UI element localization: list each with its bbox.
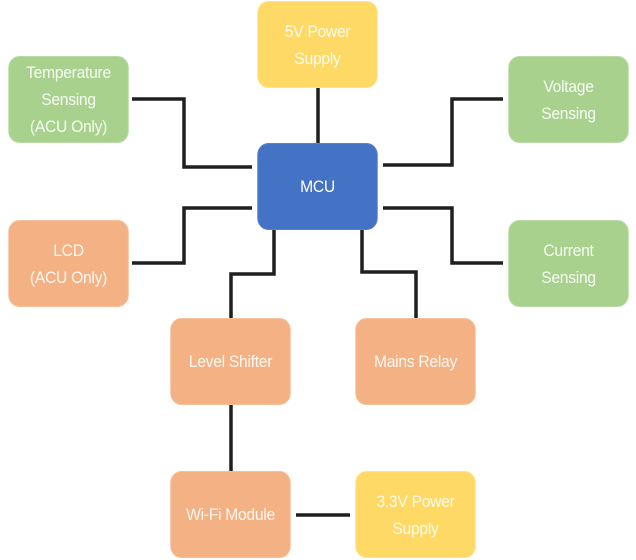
node-mains-relay: Mains Relay: [355, 318, 476, 405]
node-label: Voltage Sensing: [541, 76, 596, 123]
node-wifi-module: Wi-Fi Module: [170, 471, 291, 558]
wire-levelshifter-mcu: [229, 230, 276, 318]
node-current-sensing: Current Sensing: [508, 220, 629, 307]
node-label: Level Shifter: [188, 352, 273, 371]
node-label: MCU: [300, 177, 335, 196]
node-level-shifter: Level Shifter: [170, 318, 291, 405]
node-mcu: MCU: [257, 143, 378, 230]
node-5v-power-supply: 5V Power Supply: [257, 1, 378, 88]
node-lcd: LCD (ACU Only): [8, 220, 129, 307]
node-label: 3.3V Power Supply: [376, 491, 455, 538]
node-label: Mains Relay: [373, 352, 458, 371]
wire-lcd-mcu: [132, 206, 252, 265]
wire-current-mcu: [383, 206, 503, 265]
node-voltage-sensing: Voltage Sensing: [508, 56, 629, 143]
wire-mainsrelay-mcu: [360, 230, 418, 318]
wire-voltage-mcu: [383, 97, 503, 167]
node-label: Current Sensing: [541, 240, 596, 287]
node-label: LCD (ACU Only): [29, 240, 108, 287]
node-3v3-power-supply: 3.3V Power Supply: [355, 471, 476, 558]
node-temperature-sensing: Temperature Sensing (ACU Only): [8, 56, 129, 143]
node-label: Temperature Sensing (ACU Only): [26, 63, 111, 136]
node-label: 5V Power Supply: [284, 21, 351, 68]
wire-temperature-mcu: [132, 97, 252, 169]
node-label: Wi-Fi Module: [186, 505, 275, 524]
